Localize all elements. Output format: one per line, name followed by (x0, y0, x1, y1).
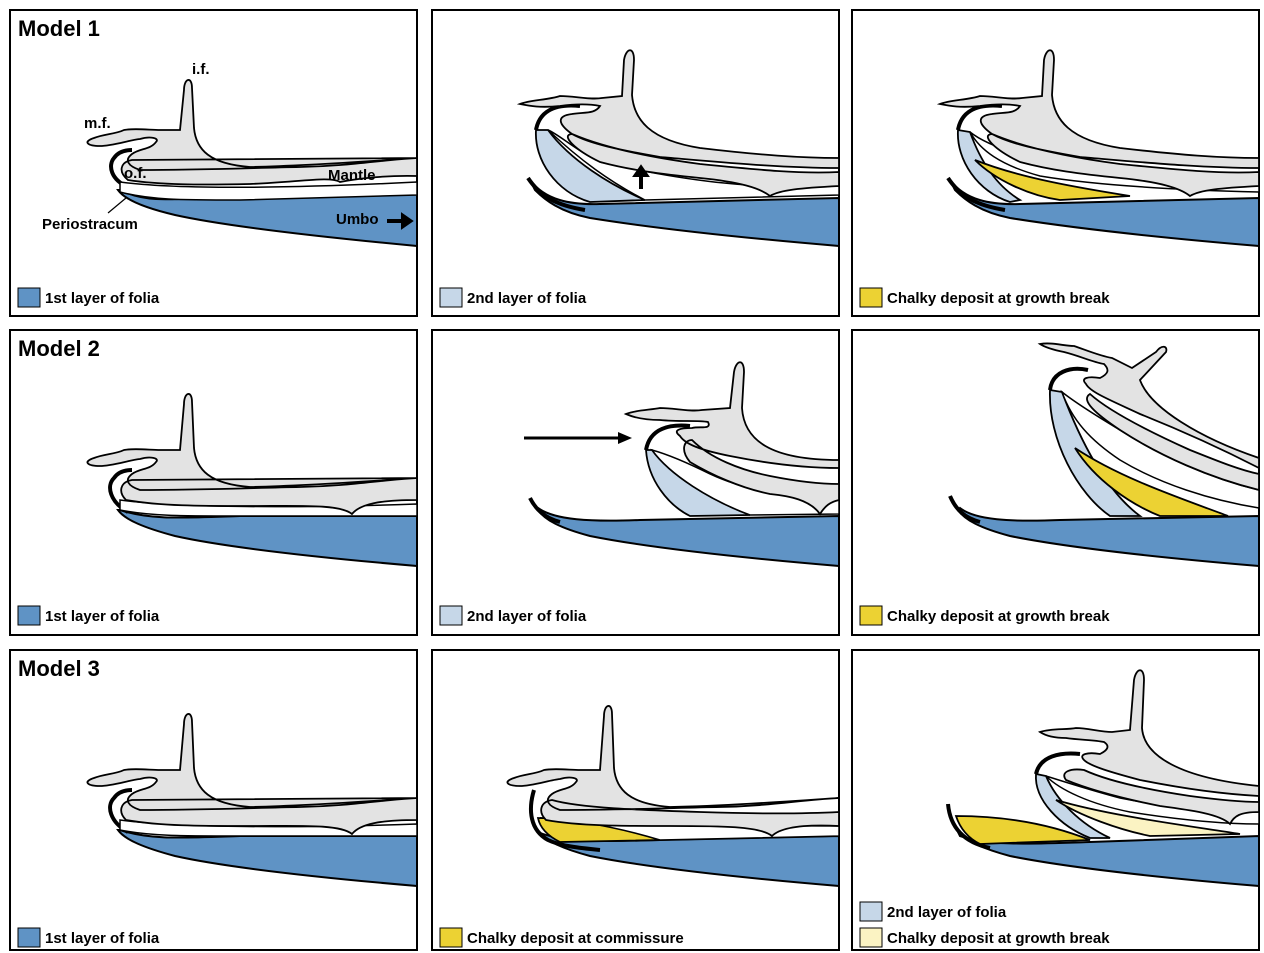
umbo-label: Umbo (336, 211, 379, 228)
panel-model3-stage1: Model 3 1st layer of folia (10, 650, 417, 950)
panel-model2-stage1: Model 2 1st layer of folia (10, 330, 417, 635)
legend-swatch (18, 288, 40, 307)
periostracum-label: Periostracum (42, 216, 138, 233)
panel-model2-stage2: 2nd layer of folia (432, 330, 839, 635)
legend-label: Chalky deposit at growth break (887, 930, 1110, 947)
legend-swatch (18, 928, 40, 947)
panel-model1-stage3: Chalky deposit at growth break (852, 10, 1259, 316)
panel-model3-stage2: Chalky deposit at commissure (432, 650, 839, 950)
legend-swatch (860, 928, 882, 947)
legend-swatch (440, 928, 462, 947)
legend-label: Chalky deposit at commissure (467, 930, 684, 947)
model-title: Model 1 (18, 16, 100, 41)
inner-fold-label: i.f. (192, 61, 210, 78)
model-title: Model 2 (18, 336, 100, 361)
legend-swatch (860, 606, 882, 625)
model-3-row: Model 3 1st layer of folia Chalky deposi… (10, 650, 1259, 950)
mantle-label: Mantle (328, 167, 376, 184)
legend-label: 1st layer of folia (45, 608, 160, 625)
legend-swatch (18, 606, 40, 625)
legend-label: Chalky deposit at growth break (887, 290, 1110, 307)
legend-label: 2nd layer of folia (467, 608, 587, 625)
legend-swatch (860, 902, 882, 921)
legend-label: 1st layer of folia (45, 930, 160, 947)
panel-model1-stage1: Model 1 i.f. m.f. o.f. Mantle Periostrac… (10, 10, 417, 316)
legend-label: 2nd layer of folia (887, 904, 1007, 921)
legend-label: Chalky deposit at growth break (887, 608, 1110, 625)
panel-model2-stage3: Chalky deposit at growth break (852, 330, 1259, 635)
panel-model3-stage3: 2nd layer of folia Chalky deposit at gro… (852, 650, 1259, 950)
middle-fold-label: m.f. (84, 115, 111, 132)
legend-label: 2nd layer of folia (467, 290, 587, 307)
model-1-row: Model 1 i.f. m.f. o.f. Mantle Periostrac… (10, 10, 1259, 316)
legend-label: 1st layer of folia (45, 290, 160, 307)
legend-swatch (440, 288, 462, 307)
model-title: Model 3 (18, 656, 100, 681)
outer-fold-label: o.f. (124, 165, 147, 182)
model-2-row: Model 2 1st layer of folia 2nd layer of … (10, 330, 1259, 635)
legend-swatch (860, 288, 882, 307)
legend-swatch (440, 606, 462, 625)
panel-model1-stage2: 2nd layer of folia (432, 10, 839, 316)
